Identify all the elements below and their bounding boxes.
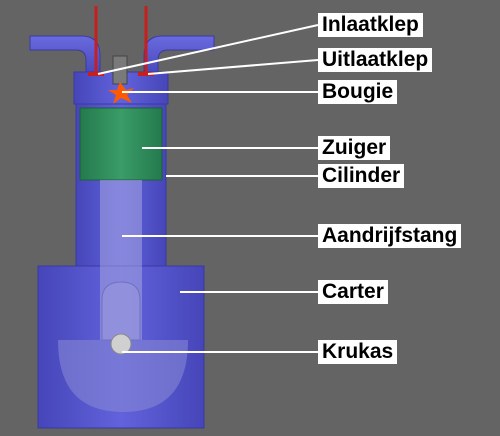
crank-counterweight [58,340,188,412]
pointer-uitlaatklep [147,59,319,75]
label-carter: Carter [318,280,388,304]
label-inlaatklep: Inlaatklep [318,13,423,37]
intake-valve-head [88,72,104,76]
label-bougie: Bougie [318,80,398,104]
label-uitlaatklep: Uitlaatklep [318,48,433,72]
piston [79,107,163,181]
label-cilinder: Cilinder [318,164,405,188]
label-krukas: Krukas [318,340,398,364]
spark-icon [108,82,134,104]
connecting-rod-big-end [101,281,141,341]
label-zuiger: Zuiger [318,136,391,160]
pointer-inlaatklep [97,24,319,75]
exhaust-valve-head [138,72,154,76]
label-aandrijfstang: Aandrijfstang [318,224,462,248]
crankshaft-pin [110,333,132,355]
